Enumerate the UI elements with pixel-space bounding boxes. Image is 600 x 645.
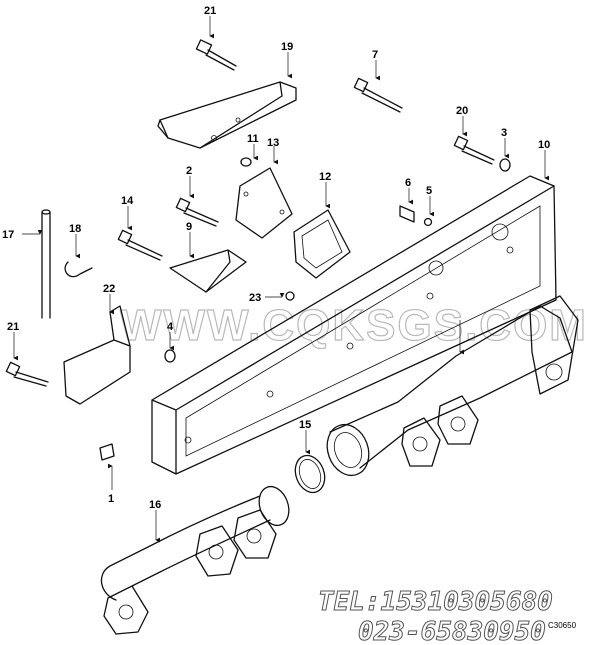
clamp-18: [64, 261, 93, 278]
callout-13: 13: [267, 137, 279, 149]
bolt-21-top: [195, 39, 237, 71]
callout-18: 18: [69, 223, 81, 235]
screw-23: [285, 291, 295, 301]
contact-tel: TEL:15310305680: [318, 587, 553, 617]
callout-2: 2: [186, 165, 192, 177]
callout-14: 14: [121, 195, 134, 207]
callout-6: 6: [405, 177, 411, 189]
figure-code: C30650: [548, 621, 577, 630]
gasket-13: [235, 167, 293, 239]
cover-plate-19: [157, 81, 297, 149]
bolt-21-left: [5, 361, 49, 387]
bracket-9: [169, 249, 247, 293]
bolt-2: [175, 197, 219, 227]
tube-17: [41, 209, 51, 319]
bracket-22: [63, 305, 131, 405]
crossover-tube-right: [326, 295, 579, 477]
callout-21-left: 21: [7, 321, 19, 333]
callout-9: 9: [186, 221, 192, 233]
seal-5: [423, 217, 433, 227]
washer-3: [499, 158, 511, 172]
callout-17: 17: [2, 229, 14, 241]
callout-15: 15: [299, 419, 311, 431]
callout-21-top: 21: [204, 5, 216, 17]
callout-4: 4: [167, 321, 174, 333]
bolt-20: [453, 135, 495, 165]
bolt-14: [117, 229, 163, 261]
plug-1: [99, 443, 115, 461]
watermark-text: WWW.CQKSGS.COM: [120, 301, 588, 350]
callout-7: 7: [372, 49, 378, 61]
callout-3: 3: [501, 127, 507, 139]
callout-19: 19: [281, 41, 293, 53]
bolt-7: [353, 77, 403, 113]
gasket-12: [293, 209, 351, 279]
callout-22: 22: [103, 283, 115, 295]
callout-12: 12: [319, 171, 331, 183]
callout-1: 1: [108, 493, 114, 505]
callout-10: 10: [538, 139, 550, 151]
o-ring-15: [294, 454, 326, 494]
plug-4: [164, 349, 176, 363]
callout-20: 20: [456, 105, 468, 117]
callout-11: 11: [247, 133, 259, 145]
washer-11: [240, 157, 252, 167]
leader-lines: [13, 16, 550, 543]
callout-23: 23: [249, 292, 261, 304]
intake-manifold-10: [151, 175, 557, 475]
crossover-tube-16: [100, 485, 290, 635]
callout-16: 16: [149, 499, 161, 511]
contact-phone: 023-65830950: [358, 617, 546, 645]
fitting-6: [399, 205, 415, 223]
callout-5: 5: [426, 185, 432, 197]
